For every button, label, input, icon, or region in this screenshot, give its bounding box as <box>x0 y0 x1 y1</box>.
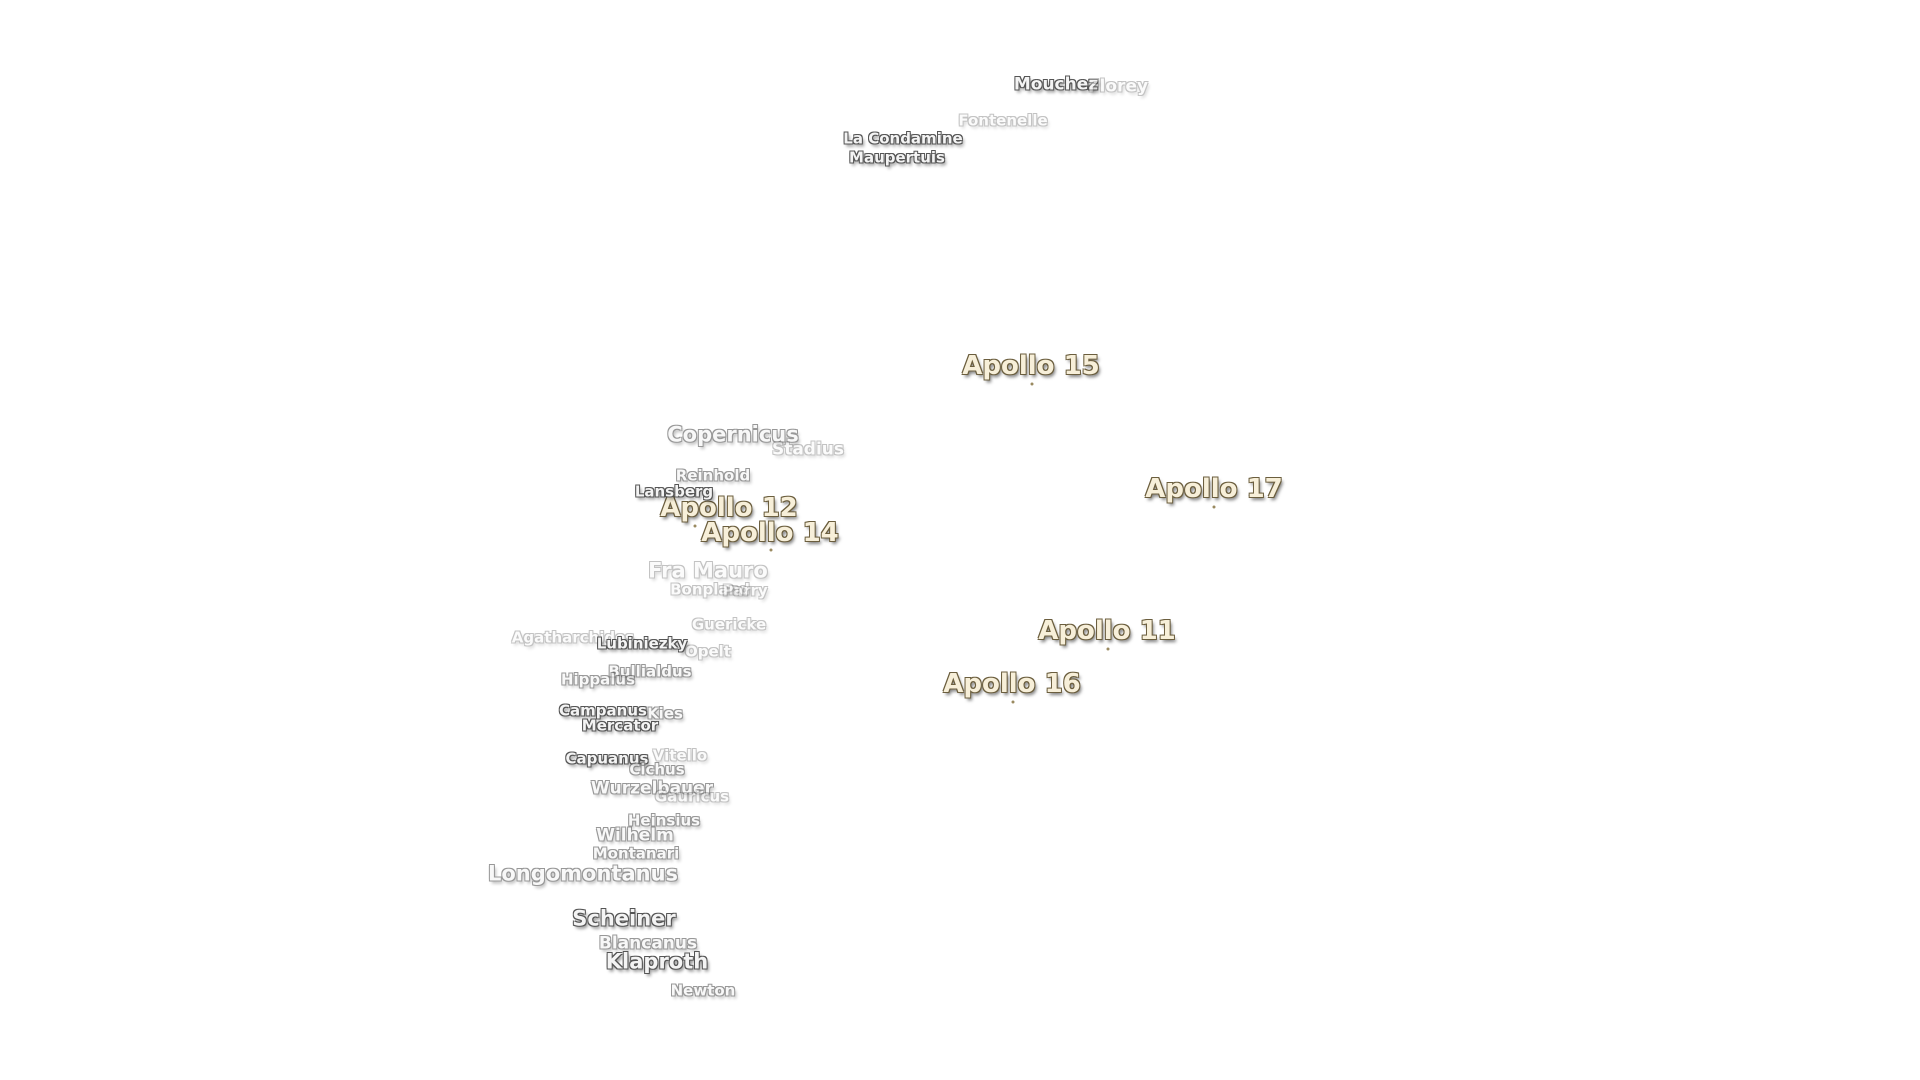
apollo-15-marker[interactable] <box>1030 382 1034 386</box>
crater-label-fra-mauro[interactable]: Fra Mauro <box>648 558 768 583</box>
crater-label-lansberg[interactable]: Lansberg <box>634 482 714 501</box>
crater-label-reinhold[interactable]: Reinhold <box>675 466 751 485</box>
crater-label-stadius[interactable]: Stadius <box>771 439 845 460</box>
apollo-11-label[interactable]: Apollo 11 <box>1038 616 1176 646</box>
apollo-11-marker[interactable] <box>1106 647 1110 651</box>
crater-label-heinsius[interactable]: Heinsius <box>627 811 701 830</box>
crater-label-cichus[interactable]: Cichus <box>629 760 685 779</box>
crater-label-copernicus[interactable]: Copernicus <box>667 422 799 447</box>
crater-label-gauricus[interactable]: Gauricus <box>654 787 730 806</box>
crater-label-mouchez[interactable]: Mouchez <box>1013 74 1099 95</box>
crater-label-longomontanus[interactable]: Longomontanus <box>487 861 679 886</box>
crater-label-blancanus[interactable]: Blancanus <box>598 933 698 954</box>
crater-label-bonpland[interactable]: Bonpland <box>670 580 750 599</box>
crater-label-lubiniezky[interactable]: Lubiniezky <box>596 634 688 653</box>
crater-label-agatharchides[interactable]: Agatharchides <box>511 628 635 647</box>
crater-label-parry[interactable]: Parry <box>722 581 768 600</box>
crater-label-maupertuis[interactable]: Maupertuis <box>849 148 945 167</box>
crater-label-opelt[interactable]: Opelt <box>685 642 731 661</box>
crater-label-campanus[interactable]: Campanus <box>559 701 647 720</box>
crater-label-montanari[interactable]: Montanari <box>592 844 680 863</box>
crater-label-kies[interactable]: Kies <box>647 704 683 723</box>
crater-label-fontenelle[interactable]: Fontenelle <box>958 111 1048 130</box>
apollo-16-label[interactable]: Apollo 16 <box>943 669 1081 699</box>
crater-label-vitello[interactable]: Vitello <box>652 746 708 765</box>
crater-label-bullialdus[interactable]: Bullialdus <box>608 662 692 681</box>
crater-label-wilhelm[interactable]: Wilhelm <box>596 825 674 846</box>
crater-label-scheiner[interactable]: Scheiner <box>572 906 676 931</box>
apollo-16-marker[interactable] <box>1011 700 1015 704</box>
crater-label-hippalus[interactable]: Hippalus <box>560 670 636 689</box>
crater-label-capuanus[interactable]: Capuanus <box>565 749 649 768</box>
apollo-17-label[interactable]: Apollo 17 <box>1145 474 1283 504</box>
crater-label-klaproth[interactable]: Klaproth <box>605 949 709 974</box>
apollo-14-marker[interactable] <box>769 548 773 552</box>
crater-label-florey[interactable]: Florey <box>1087 76 1149 97</box>
apollo-12-marker[interactable] <box>693 524 697 528</box>
apollo-14-label[interactable]: Apollo 14 <box>701 518 839 548</box>
crater-label-wurzelbauer[interactable]: Wurzelbauer <box>590 778 714 799</box>
apollo-15-label[interactable]: Apollo 15 <box>962 351 1100 381</box>
crater-label-newton[interactable]: Newton <box>670 981 736 1000</box>
apollo-12-label[interactable]: Apollo 12 <box>660 493 798 523</box>
crater-label-mercator[interactable]: Mercator <box>581 716 659 735</box>
crater-label-guericke[interactable]: Guericke <box>691 615 767 634</box>
apollo-17-marker[interactable] <box>1212 505 1216 509</box>
crater-label-la-condamine[interactable]: La Condamine <box>843 129 963 148</box>
